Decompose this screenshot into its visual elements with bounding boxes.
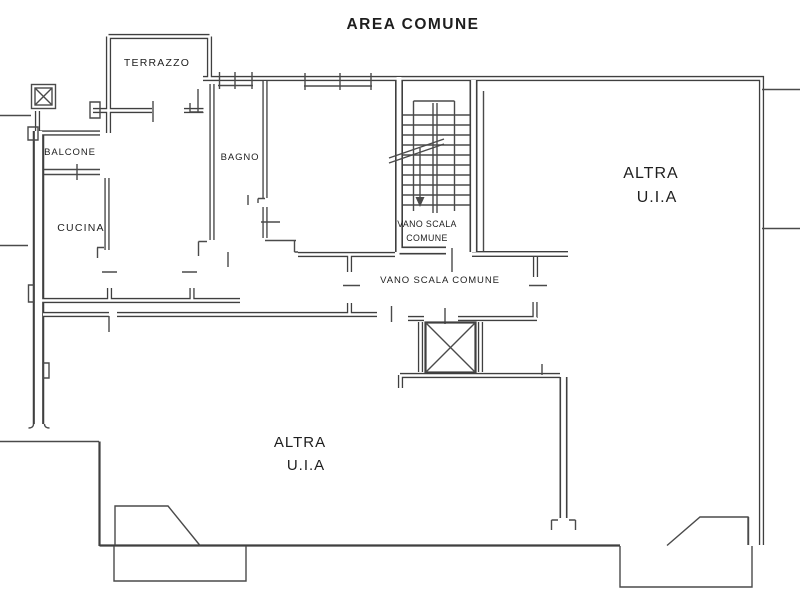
unit-right-label-2: U.I.A bbox=[637, 189, 678, 206]
elevator-shaft-icon bbox=[424, 321, 477, 374]
terrazzo-jog bbox=[189, 89, 203, 113]
room-label-cucina: CUCINA bbox=[57, 222, 104, 234]
right-unit-partition bbox=[482, 91, 750, 545]
unit-bottom-label-2: U.I.A bbox=[287, 457, 325, 474]
labels: AREA COMUNE TERRAZZO BALCONE BAGNO CUCIN… bbox=[44, 16, 678, 474]
thin-linework bbox=[0, 72, 800, 588]
room-label-bagno: BAGNO bbox=[221, 152, 260, 163]
balcony-bottom-left bbox=[113, 505, 247, 582]
stairwell-walls bbox=[399, 77, 564, 518]
staircase bbox=[388, 100, 470, 213]
bottom-wall bbox=[98, 441, 620, 547]
corridor-label: VANO SCALA COMUNE bbox=[380, 275, 500, 286]
shafts bbox=[30, 83, 477, 374]
wall-end-feet bbox=[28, 239, 577, 530]
balcone-window bbox=[44, 164, 100, 180]
page-title: AREA COMUNE bbox=[346, 16, 479, 33]
unit-bottom-label-1: ALTRA bbox=[274, 434, 326, 451]
stair-well bbox=[412, 100, 456, 213]
stairwell-label-line1: VANO SCALA bbox=[397, 219, 457, 229]
room-label-terrazzo: TERRAZZO bbox=[124, 57, 190, 69]
extension-lines bbox=[0, 88, 800, 443]
stair-break-line bbox=[388, 138, 445, 164]
balcony-bottom-right bbox=[619, 516, 753, 588]
stair-arrowhead bbox=[415, 197, 425, 207]
room-label-balcone: BALCONE bbox=[44, 147, 96, 158]
door-dashes bbox=[102, 221, 547, 287]
door-ticks bbox=[108, 101, 543, 375]
stairwell-label-line2: COMUNE bbox=[406, 233, 448, 243]
shaft-top-left-icon bbox=[30, 83, 57, 110]
pilasters bbox=[27, 101, 101, 379]
window-symbols bbox=[218, 72, 372, 90]
unit-right-label-1: ALTRA bbox=[623, 165, 678, 182]
